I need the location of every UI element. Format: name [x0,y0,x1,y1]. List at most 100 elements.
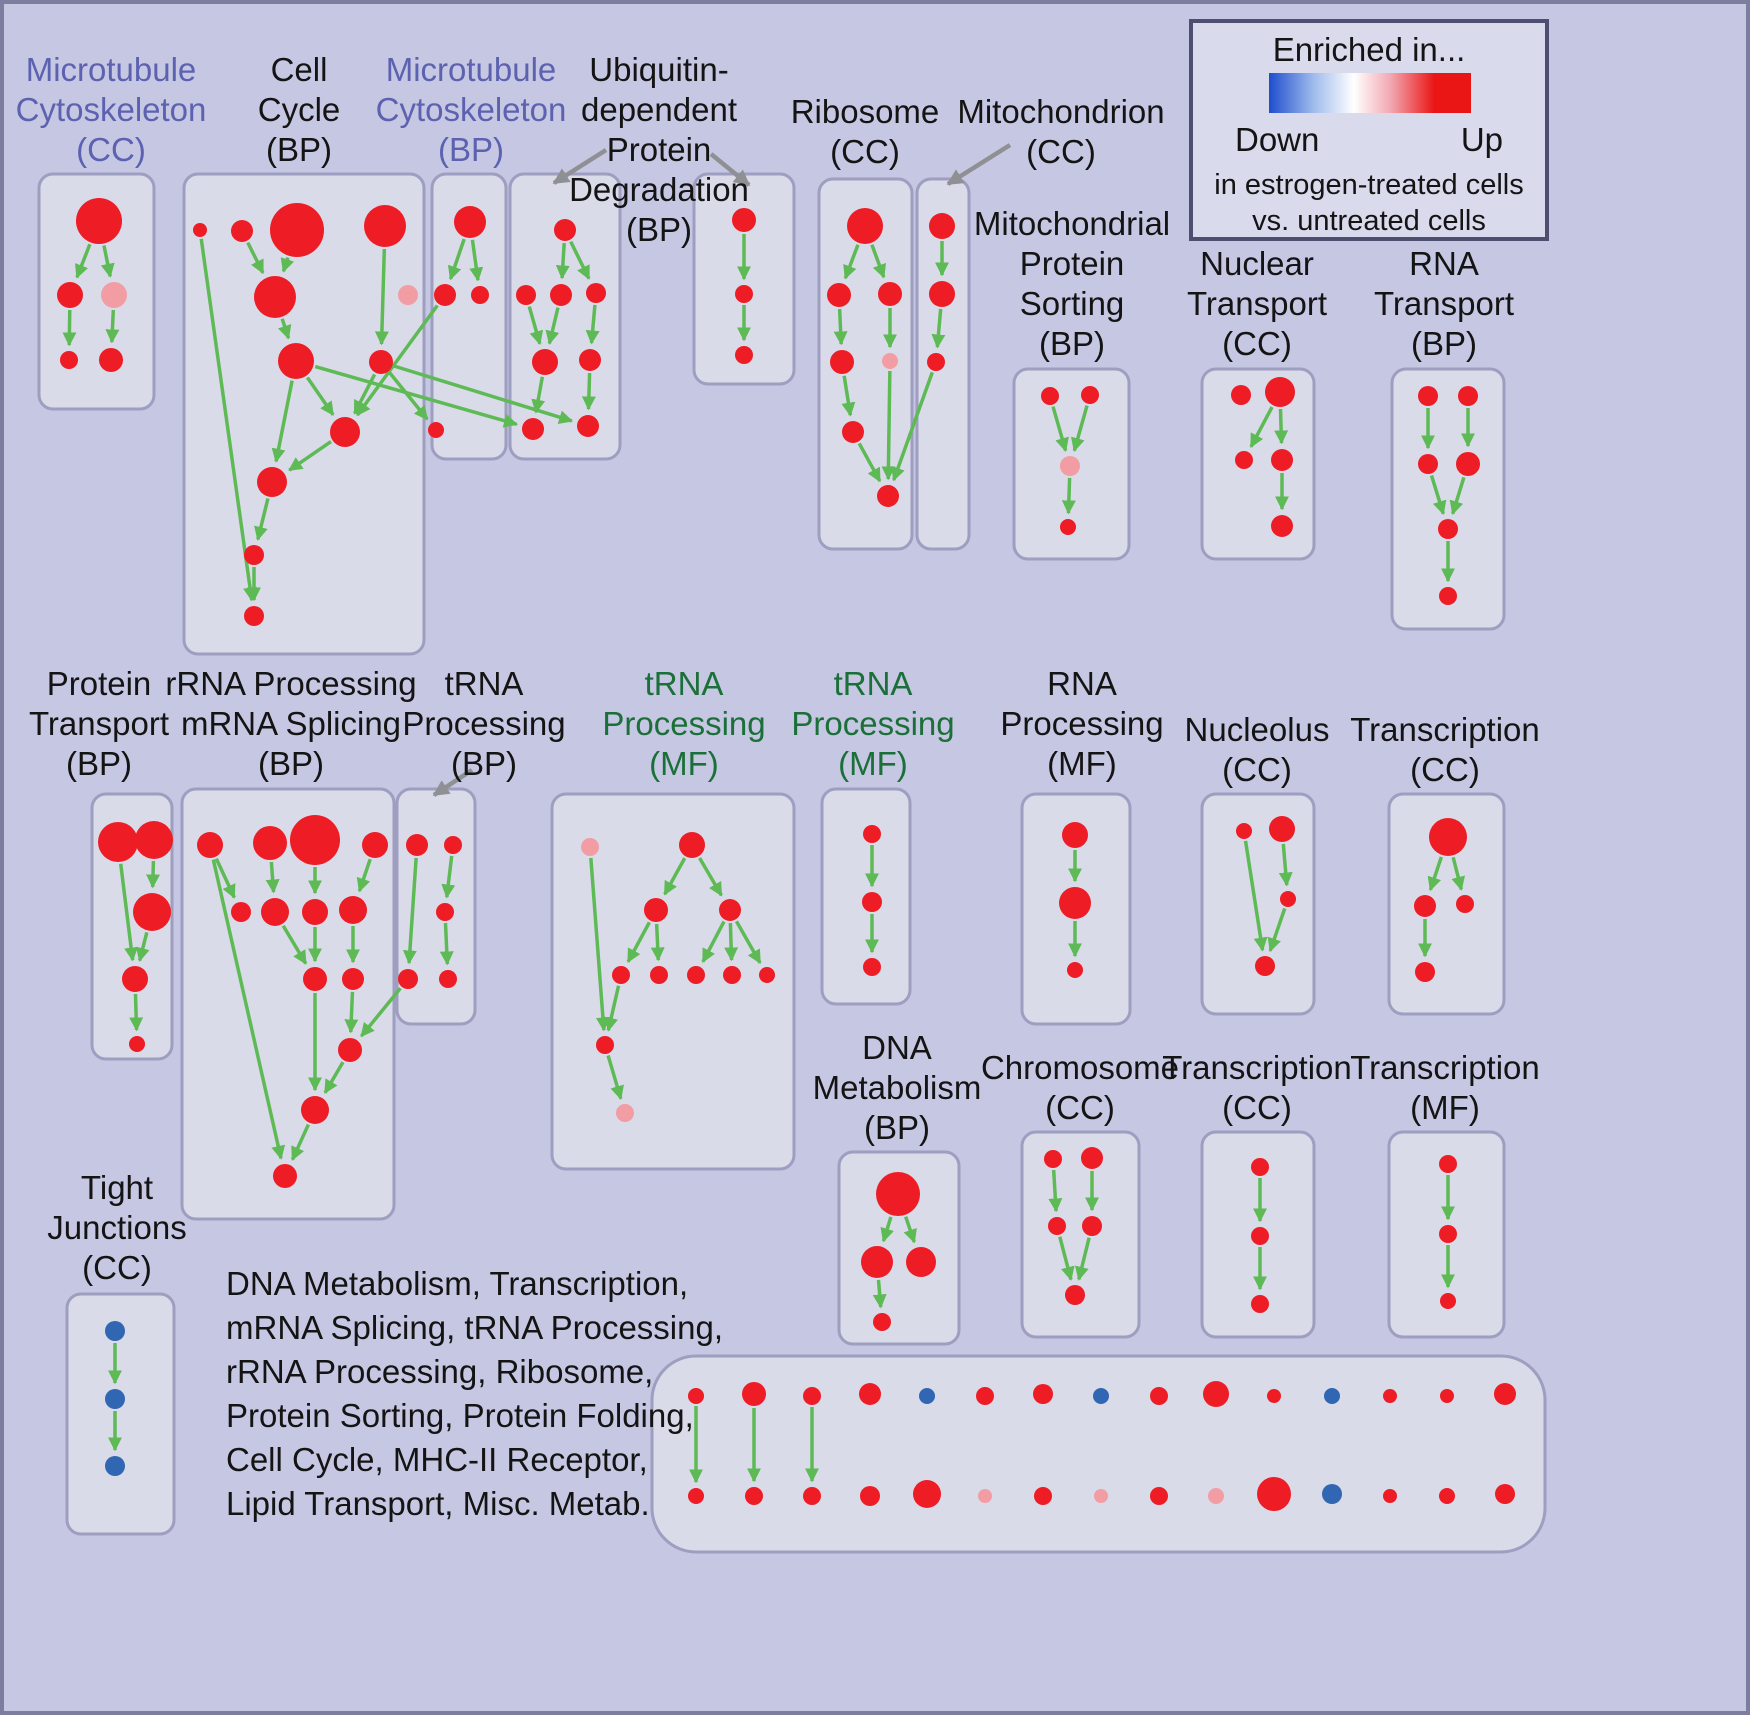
go-term-node [471,286,489,304]
go-term-node [301,1096,329,1124]
go-term-node [339,896,367,924]
go-term-node [231,902,251,922]
go-term-node [278,343,314,379]
go-term-node [1094,1489,1108,1503]
edge-arrow [393,364,574,424]
go-term-node [1439,1225,1457,1243]
go-term-node [270,203,324,257]
cluster-box-ubiquitin-degradation-a [508,172,622,461]
edge-arrow [288,440,332,472]
legend: Enriched in... Down Up in estrogen-treat… [1189,19,1549,241]
go-term-node [927,353,945,371]
annotation-arrow [432,768,474,797]
edge-arrow [1058,1236,1075,1281]
edge-arrow [734,920,762,965]
edge-arrow [1274,408,1289,445]
go-term-node [193,223,207,237]
edge-arrow [527,306,544,346]
cluster-box-mixed-functions [650,1354,1547,1554]
go-term-node [1439,587,1457,605]
edge-arrow [857,442,882,483]
go-term-node [919,1388,935,1404]
go-term-node [253,826,287,860]
go-term-node [1093,1388,1109,1404]
edge-arrow [650,923,665,962]
go-term-node [554,219,576,241]
go-term-node [122,966,148,992]
go-term-node [650,966,668,984]
edge-arrow [254,498,270,541]
go-term-node [1271,515,1293,537]
edge-arrow [698,857,723,897]
cluster-box-transcription-cc-upper [1387,792,1506,1016]
go-term-node [847,208,883,244]
edge-arrow [1429,474,1447,516]
go-term-node [1439,1488,1455,1504]
edge-arrow [305,376,335,416]
edge-arrow [1048,1169,1063,1213]
edge-arrow [1061,477,1076,515]
go-term-node [1418,386,1438,406]
go-term-node [342,968,364,990]
go-term-node [1044,1150,1062,1168]
edge-arrow [374,248,389,346]
go-term-node [1495,1484,1515,1504]
edge-arrow [199,238,257,602]
edge-arrow [1267,907,1287,953]
mixed-cluster-note: DNA Metabolism, Transcription, mRNA Spli… [226,1265,724,1522]
go-term-node [231,220,253,242]
go-term-node [105,1456,125,1476]
edge-arrow [211,859,286,1160]
cluster-box-dna-metabolism-bp [837,1150,961,1346]
go-term-node [364,205,406,247]
go-term-node [244,545,264,565]
go-term-node [439,970,457,988]
go-term-node [862,892,882,912]
legend-title: Enriched in... [1272,31,1466,68]
go-term-node [129,1036,145,1052]
edge-arrow [281,924,308,965]
edge-arrow [271,380,294,463]
edge-arrow [872,1279,887,1309]
go-term-node [1383,1389,1397,1403]
go-term-node [522,418,544,440]
go-term-node [860,1486,880,1506]
go-term-node [745,1487,763,1505]
go-term-node [1231,385,1251,405]
go-term-node [98,822,138,862]
legend-context: in estrogen-treated cells vs. untreated … [1193,167,1545,239]
edge-arrow [355,304,439,417]
go-term-node [290,815,340,865]
go-term-node [1034,1487,1052,1505]
go-term-node [1267,1389,1281,1403]
edge-arrow [290,1123,310,1161]
go-term-node [434,284,456,306]
go-term-node [1060,519,1076,535]
edge-arrow [146,860,161,889]
go-term-node [1418,454,1438,474]
go-term-node [830,350,854,374]
go-term-node [732,208,756,232]
go-term-node [929,213,955,239]
go-term-node [1208,1488,1224,1504]
go-term-node [133,893,171,931]
legend-up-label: Up [1460,121,1503,158]
edge-arrow [585,304,600,345]
edge-arrow [701,920,726,963]
go-term-node [742,1382,766,1406]
go-term-node [1048,1217,1066,1235]
edge-arrow [75,243,92,279]
edge-arrow [531,376,546,414]
edge-arrow [402,857,418,965]
go-term-node [863,825,881,843]
go-term-node [863,958,881,976]
go-term-node [1280,891,1296,907]
go-term-node [330,417,360,447]
go-term-node [398,285,418,305]
go-term-node [976,1387,994,1405]
go-term-node [612,966,630,984]
go-term-node [273,1164,297,1188]
edge-arrow [555,242,570,280]
go-term-node [428,422,444,438]
go-term-node [1269,816,1295,842]
